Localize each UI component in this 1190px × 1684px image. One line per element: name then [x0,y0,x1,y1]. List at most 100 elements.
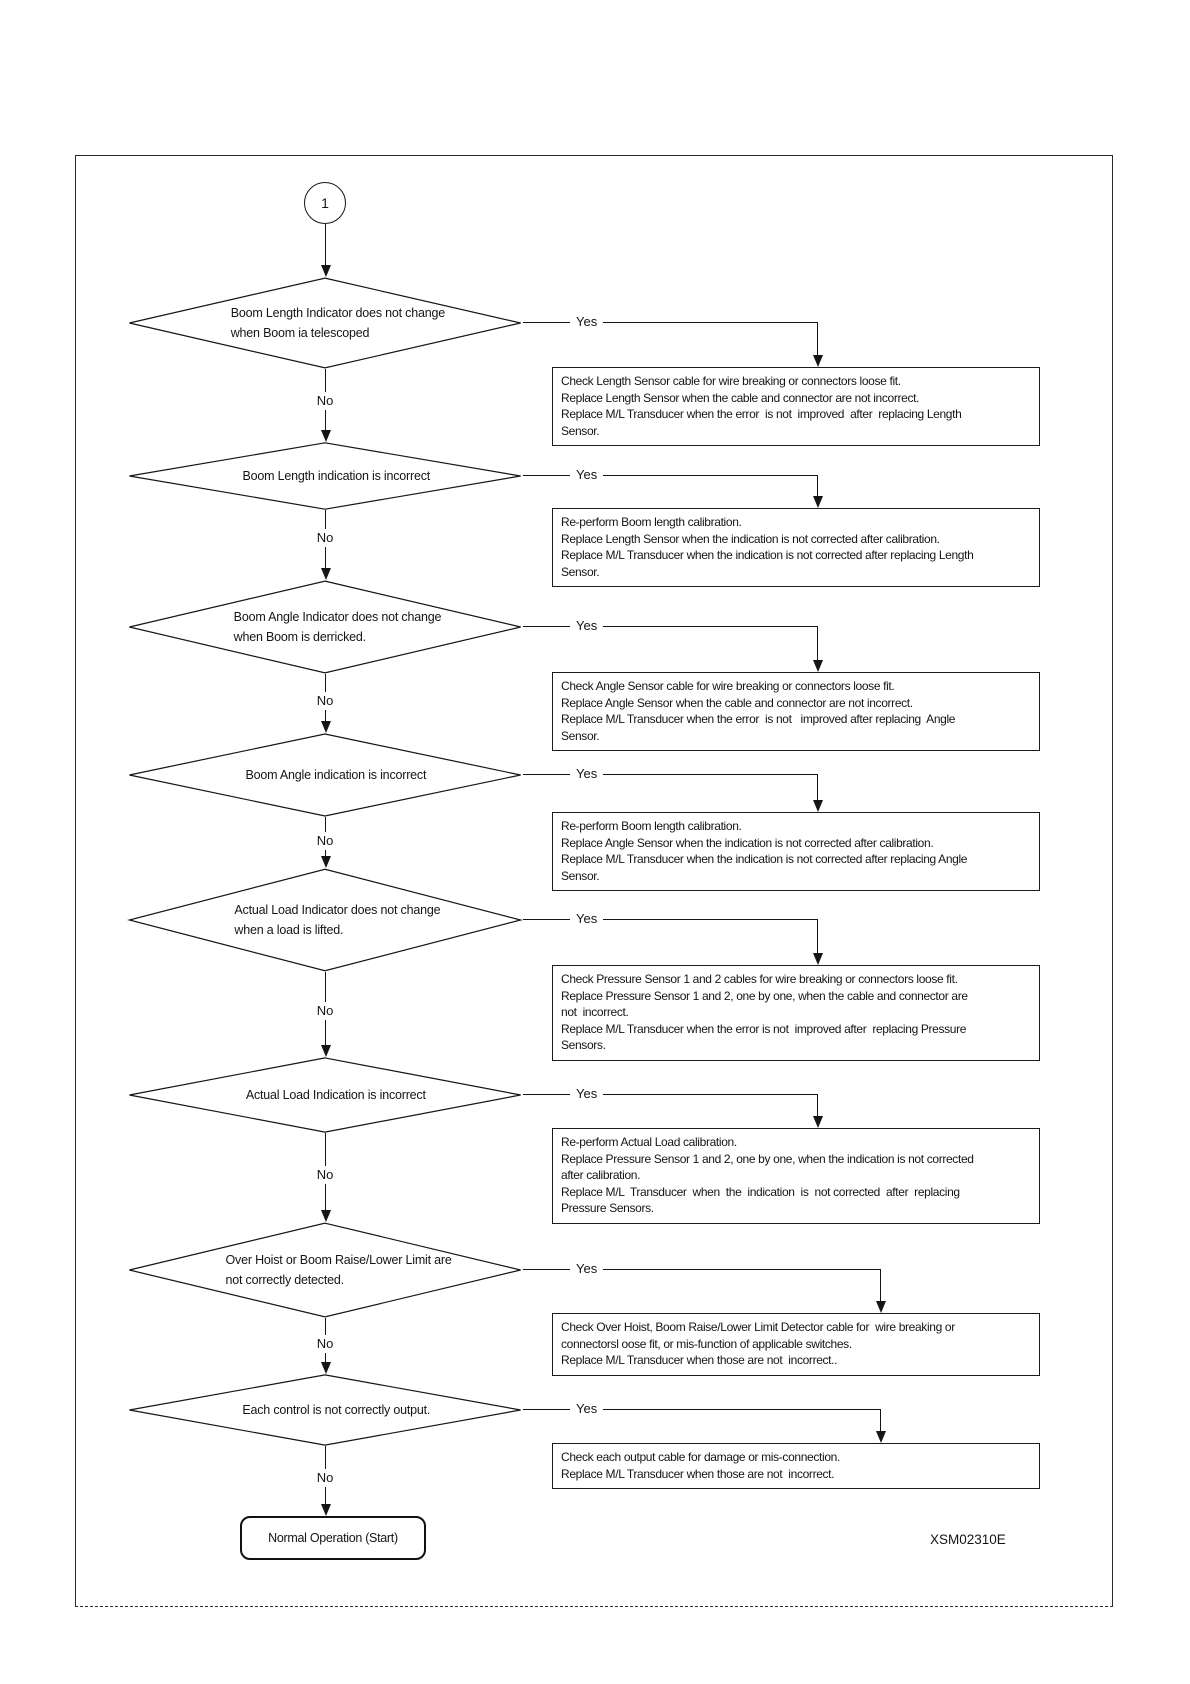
action-text: Replace M/L Transducer when the indicati… [561,852,968,866]
flow-connector-line [523,475,818,476]
arrow-down-icon [321,1045,331,1057]
arrow-down-icon [321,856,331,868]
action-text: Check Over Hoist, Boom Raise/Lower Limit… [561,1320,955,1334]
connector-number: 1 [321,195,329,211]
diamond-shape [127,277,523,369]
action-recalibrate-boom-angle: Re-perform Boom length calibration. Repl… [552,812,1040,891]
diamond-shape [127,442,523,510]
arrow-down-icon [321,1362,331,1374]
action-text: Sensors. [561,1038,606,1052]
yes-label: Yes [570,313,604,331]
diamond-shape [127,1222,523,1318]
action-text: Replace M/L Transducer when the error is… [561,1021,967,1036]
diamond-shape [127,580,523,674]
arrow-down-icon [813,660,823,672]
action-text: Replace Length Sensor when the cable and… [561,390,920,405]
decision-over-hoist-limit-detection: Over Hoist or Boom Raise/Lower Limit are… [127,1222,523,1318]
action-text: Check each output cable for damage or mi… [561,1450,840,1464]
diamond-shape [127,868,523,972]
flow-connector-line [523,1269,881,1270]
arrow-down-icon [876,1431,886,1443]
no-label: No [310,1335,340,1353]
diagram-frame [75,155,1113,1607]
decision-boom-length-indication-incorrect: Boom Length indication is incorrect [127,442,523,510]
action-recalibrate-boom-length: Re-perform Boom length calibration. Repl… [552,508,1040,587]
decision-control-output-incorrect: Each control is not correctly output. [127,1374,523,1446]
yes-label: Yes [570,1400,604,1418]
no-label: No [310,1166,340,1184]
yes-label: Yes [570,466,604,484]
arrow-down-icon [321,1504,331,1516]
flow-connector-line [880,1410,881,1431]
decision-text: not correctly detected. [225,1273,345,1287]
action-text: Check Angle Sensor cable for wire breaki… [561,679,895,693]
flow-connector-line [523,774,818,775]
flow-connector-line [817,627,818,660]
action-text: Replace M/L Transducer when those are no… [561,1466,835,1481]
action-check-angle-sensor: Check Angle Sensor cable for wire breaki… [552,672,1040,751]
action-text: after calibration. [561,1168,641,1182]
action-text: Re-perform Boom length calibration. [561,515,742,529]
terminal-normal-operation: Normal Operation (Start) [240,1516,426,1560]
action-text: Replace M/L Transducer when the error is… [561,712,956,726]
no-label: No [310,392,340,410]
terminal-label: Normal Operation (Start) [268,1531,398,1545]
arrow-down-icon [321,265,331,277]
yes-label: Yes [570,910,604,928]
flow-connector-line [523,1094,818,1095]
yes-label: Yes [570,1260,604,1278]
no-label: No [310,692,340,710]
diamond-shape [127,1374,523,1446]
yes-label: Yes [570,1085,604,1103]
yes-label: Yes [570,765,604,783]
action-text: Re-perform Actual Load calibration. [561,1135,737,1149]
flow-connector-line [817,1095,818,1116]
no-label: No [310,1002,340,1020]
diamond-shape [127,1057,523,1133]
decision-boom-angle-indication-incorrect: Boom Angle indication is incorrect [127,733,523,817]
action-text: Check Length Sensor cable for wire break… [561,374,901,388]
arrow-down-icon [813,1116,823,1128]
flow-connector-line [523,322,818,323]
flow-connector-line [817,323,818,355]
action-text: Sensor. [561,868,600,883]
arrow-down-icon [813,953,823,965]
arrow-down-icon [813,800,823,812]
decision-text: Boom Length indication is incorrect [242,469,431,483]
action-text: not incorrect. [561,1005,629,1019]
action-check-pressure-sensors: Check Pressure Sensor 1 and 2 cables for… [552,965,1040,1061]
no-label: No [310,832,340,850]
flow-connector-line [817,476,818,496]
action-text: Sensor. [561,564,600,579]
action-check-limit-detector: Check Over Hoist, Boom Raise/Lower Limit… [552,1313,1040,1376]
arrow-down-icon [813,496,823,508]
arrow-down-icon [876,1301,886,1313]
arrow-down-icon [321,721,331,733]
action-text: Sensor. [561,728,600,743]
flow-connector-line [325,224,326,265]
action-text: Re-perform Boom length calibration. [561,819,742,833]
action-text: Pressure Sensors. [561,1201,654,1215]
decision-text: Actual Load Indication is incorrect [245,1088,426,1102]
decision-text: when Boom ia telescoped [230,326,370,340]
decision-text: when Boom is derricked. [233,630,366,644]
diamond-shape [127,733,523,817]
action-text: Replace Pressure Sensor 1 and 2, one by … [561,988,968,1003]
decision-text: when a load is lifted. [234,923,344,937]
action-text: Replace Length Sensor when the indicatio… [561,531,940,546]
action-text: Sensor. [561,423,600,438]
action-check-length-sensor: Check Length Sensor cable for wire break… [552,367,1040,446]
decision-boom-angle-indicator-not-change: Boom Angle Indicator does not change when… [127,580,523,674]
flow-connector-line [880,1270,881,1301]
yes-label: Yes [570,617,604,635]
action-text: Replace Angle Sensor when the cable and … [561,695,913,710]
action-text: Replace M/L Transducer when the indicati… [561,1184,960,1199]
flow-connector-line [817,775,818,800]
action-check-output-cables: Check each output cable for damage or mi… [552,1443,1040,1489]
action-text: Replace Angle Sensor when the indication… [561,835,934,850]
decision-text: Each control is not correctly output. [242,1403,431,1417]
decision-text: Boom Angle Indicator does not change [233,610,442,624]
action-text: Check Pressure Sensor 1 and 2 cables for… [561,972,958,986]
